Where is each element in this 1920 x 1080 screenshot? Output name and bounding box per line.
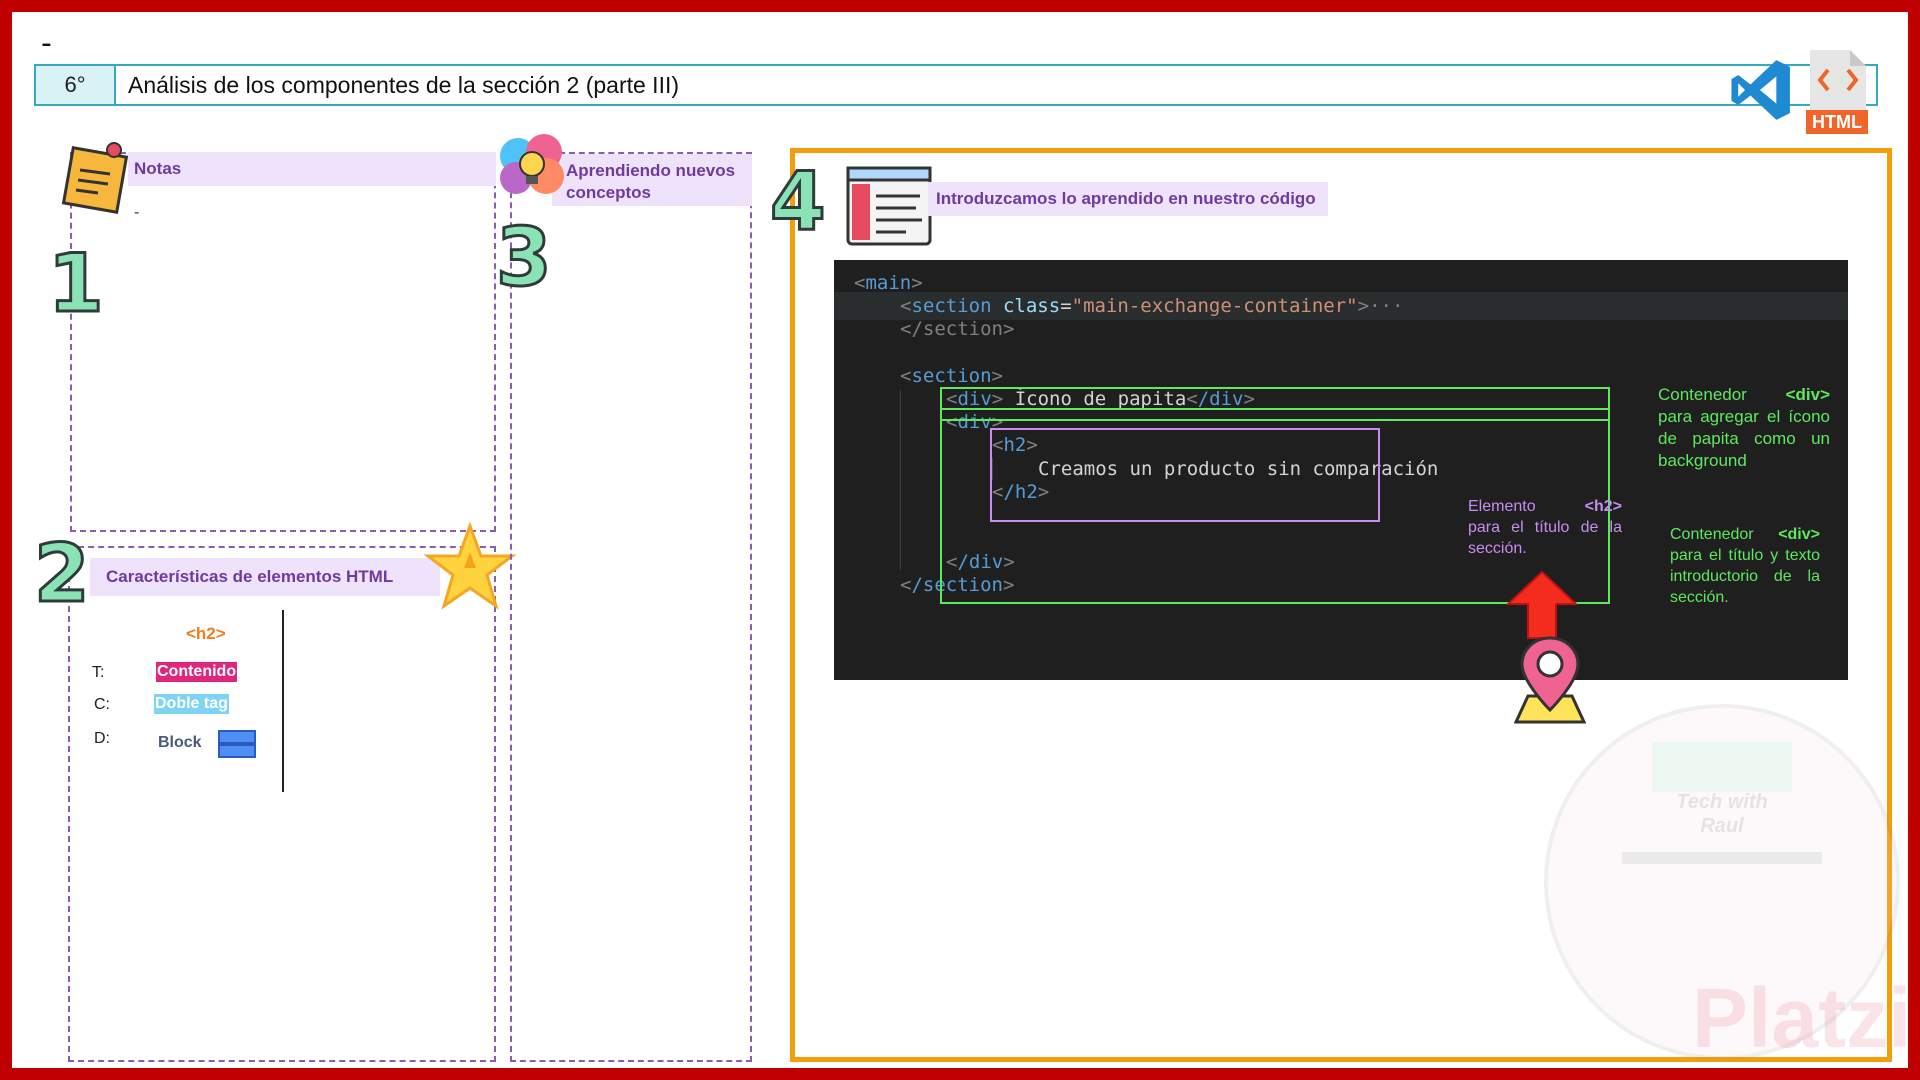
code-section-label: Introduzcamos lo aprendido en nuestro có…: [936, 189, 1316, 208]
indent-guide: [992, 458, 993, 480]
element-tag: <h2>: [186, 624, 226, 643]
map-pin-icon: [1514, 636, 1586, 724]
feature-value-contenido: Contenido: [156, 662, 238, 682]
platzi-watermark: Platzi: [1692, 971, 1908, 1065]
html-icon-label: HTML: [1812, 112, 1862, 132]
panel-number-4: 4: [769, 155, 828, 248]
feature-value-block: Block: [158, 734, 202, 751]
div-papita-highlight: [940, 387, 1610, 421]
features-panel: [68, 546, 496, 1062]
notes-label: Notas: [134, 159, 182, 178]
code-line-section-close: </section>: [900, 318, 1015, 340]
code-editor: <main> <section class="main-exchange-con…: [834, 260, 1848, 680]
panel-number-2: 2: [33, 527, 92, 620]
h2-highlight: [990, 428, 1380, 522]
features-label: Características de elementos HTML: [106, 567, 394, 586]
block-icon: [218, 730, 256, 758]
red-arrow-up-icon: [1506, 570, 1578, 639]
div-title-annotation: Contenedor<div>para el título y texto in…: [1670, 526, 1820, 606]
code-line-section2-close: </section>: [900, 574, 1015, 596]
concepts-label: Aprendiendo nuevos conceptos: [566, 161, 736, 202]
div-papita-annotation: Contenedor<div>para agregar el ícono de …: [1658, 385, 1830, 470]
code-file-icon: [846, 166, 932, 246]
code-highlight-line: [834, 292, 1848, 320]
star-icon: [424, 522, 516, 610]
page-title: Análisis de los componentes de la secció…: [128, 72, 680, 98]
tech-with-raul-watermark: Tech with Raul: [1542, 702, 1902, 1062]
code-line-div-close: </div>: [946, 551, 1015, 573]
code-line-h2-close: </h2>: [992, 481, 1050, 503]
watermark-badge-line2: Raul: [1700, 815, 1744, 837]
brain-lightbulb-icon: [500, 134, 564, 194]
panel-number-1: 1: [47, 237, 106, 330]
features-header: Características de elementos HTML: [90, 558, 440, 596]
sticky-note-icon: [61, 142, 129, 215]
feature-key-c: C:: [94, 696, 110, 713]
feature-value-doble-tag: Doble tag: [154, 694, 229, 714]
panel-number-3: 3: [495, 211, 554, 304]
indent-guide: [900, 390, 901, 570]
code-section-frame: [790, 148, 1892, 1062]
code-line-h2-open: <h2>: [992, 434, 1038, 456]
title-bar: 6° Análisis de los componentes de la sec…: [34, 64, 1878, 106]
code-line-main: <main>: [854, 272, 923, 294]
notes-text: -: [134, 204, 140, 221]
top-dash: -: [41, 26, 52, 61]
concepts-panel: [510, 152, 752, 1062]
code-line-h2-text: Creamos un producto sin comparación: [1038, 458, 1439, 480]
vscode-icon: [1731, 60, 1790, 120]
class-number: 6°: [36, 66, 116, 104]
code-line-section-open: <section class="main-exchange-container"…: [900, 295, 1404, 317]
concepts-header: Aprendiendo nuevos conceptos: [552, 154, 752, 206]
div-container-highlight: [940, 408, 1610, 604]
html-file-icon: HTML: [1806, 48, 1868, 136]
feature-key-d: D:: [94, 730, 110, 747]
h2-annotation: Elemento<h2>para el título de la sección…: [1468, 498, 1622, 557]
code-section-header: Introduzcamos lo aprendido en nuestro có…: [928, 182, 1328, 216]
code-line-section2-open: <section>: [900, 365, 1003, 387]
code-line-div-papita: <div> Ícono de papita</div>: [946, 388, 1255, 410]
feature-key-t: T:: [92, 664, 105, 681]
features-divider: [282, 610, 284, 792]
code-line-div-open: <div>: [946, 411, 1004, 433]
watermark-badge-line1: Tech with: [1676, 791, 1768, 813]
notes-header: Notas: [128, 152, 496, 186]
slide: - 6° Análisis de los componentes de la s…: [12, 12, 1908, 1068]
